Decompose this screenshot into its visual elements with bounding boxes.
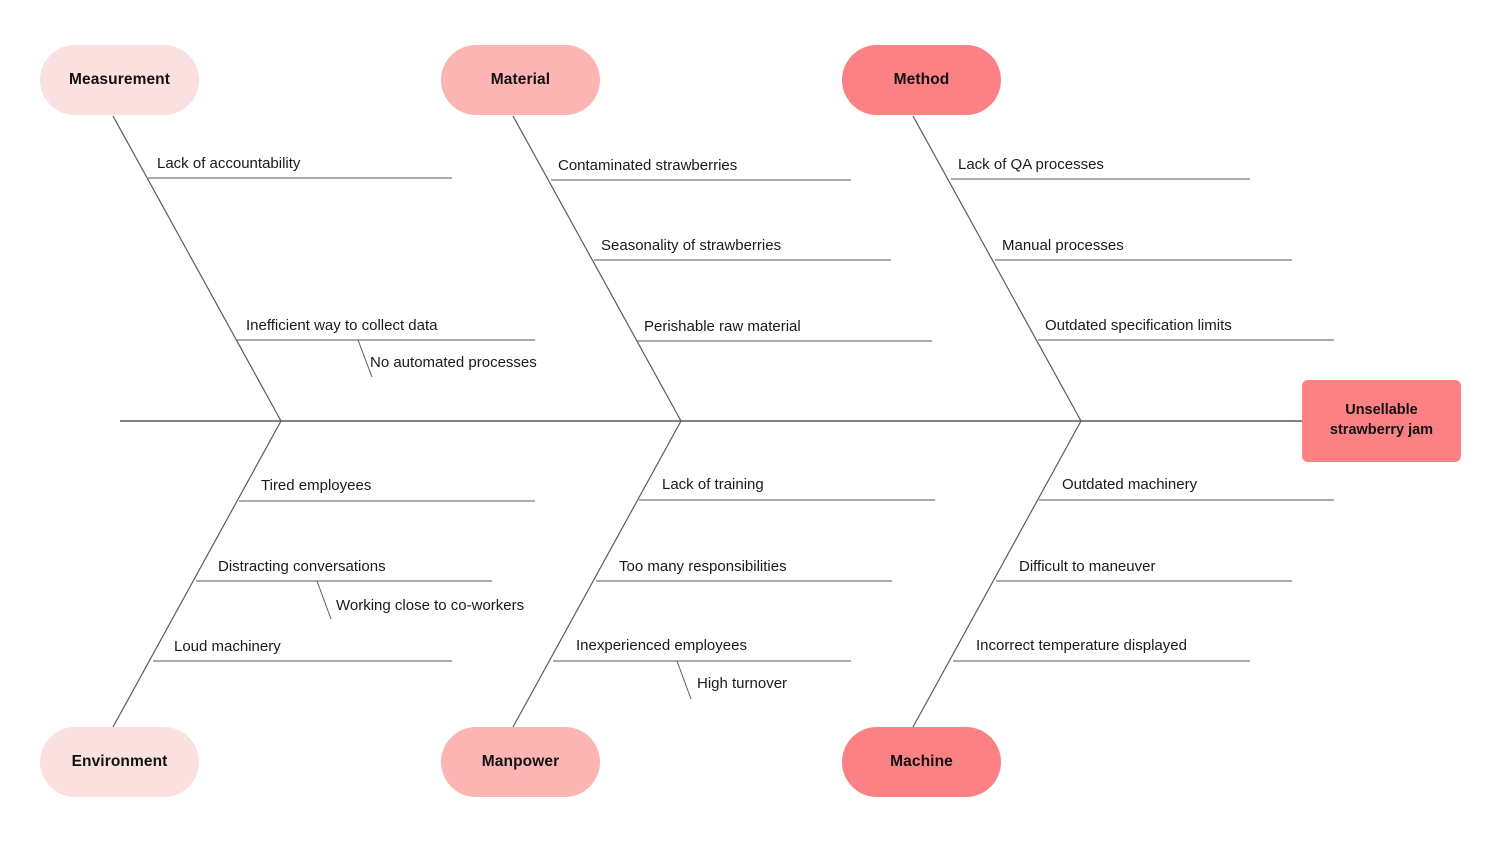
cause-label[interactable]: Lack of accountability <box>157 155 301 172</box>
category-box-manpower[interactable]: Manpower <box>441 727 600 797</box>
cause-label[interactable]: Perishable raw material <box>644 318 801 335</box>
bone-measurement <box>112 115 282 422</box>
cause-label[interactable]: Distracting conversations <box>218 558 386 575</box>
bone-manpower <box>512 420 682 728</box>
cause-label[interactable]: Too many responsibilities <box>619 558 787 575</box>
bone-method <box>912 115 1082 422</box>
cause-label[interactable]: Seasonality of strawberries <box>601 237 782 254</box>
cause-label[interactable]: Inefficient way to collect data <box>246 317 438 334</box>
category-label-measurement: Measurement <box>68 71 171 88</box>
effect-label: Unsellable strawberry jam <box>1330 401 1433 440</box>
category-label-material: Material <box>490 71 551 88</box>
effect-label-line2: strawberry jam <box>1329 422 1434 438</box>
subcause-label[interactable]: Working close to co-workers <box>336 597 525 614</box>
cause-label[interactable]: Lack of QA processes <box>958 156 1104 173</box>
subcause-line <box>316 580 332 620</box>
subcause-line <box>676 660 692 700</box>
category-label-manpower: Manpower <box>481 753 560 770</box>
subcause-line <box>357 339 373 378</box>
category-box-method[interactable]: Method <box>842 45 1001 115</box>
cause-label[interactable]: Tired employees <box>261 477 372 494</box>
cause-label[interactable]: Outdated machinery <box>1062 476 1198 493</box>
subcause-label[interactable]: High turnover <box>697 675 788 692</box>
category-box-measurement[interactable]: Measurement <box>40 45 199 115</box>
cause-label[interactable]: Incorrect temperature displayed <box>976 637 1187 654</box>
subcause-label[interactable]: No automated processes <box>370 354 537 371</box>
category-box-material[interactable]: Material <box>441 45 600 115</box>
category-label-machine: Machine <box>890 753 953 770</box>
category-label-method: Method <box>893 71 950 88</box>
cause-label[interactable]: Inexperienced employees <box>576 637 747 654</box>
category-label-environment: Environment <box>71 753 168 770</box>
bone-material <box>512 115 682 422</box>
category-box-environment[interactable]: Environment <box>40 727 199 797</box>
bone-machine <box>912 420 1082 728</box>
cause-label[interactable]: Lack of training <box>662 476 764 493</box>
category-box-machine[interactable]: Machine <box>842 727 1001 797</box>
cause-label[interactable]: Manual processes <box>1002 237 1124 254</box>
cause-label[interactable]: Difficult to maneuver <box>1019 558 1156 575</box>
bone-environment <box>112 420 282 728</box>
cause-label[interactable]: Loud machinery <box>174 638 281 655</box>
cause-label[interactable]: Outdated specification limits <box>1045 317 1232 334</box>
cause-label[interactable]: Contaminated strawberries <box>558 157 738 174</box>
effect-label-line1: Unsellable <box>1345 402 1418 419</box>
effect-box[interactable]: Unsellable strawberry jam <box>1302 380 1461 462</box>
